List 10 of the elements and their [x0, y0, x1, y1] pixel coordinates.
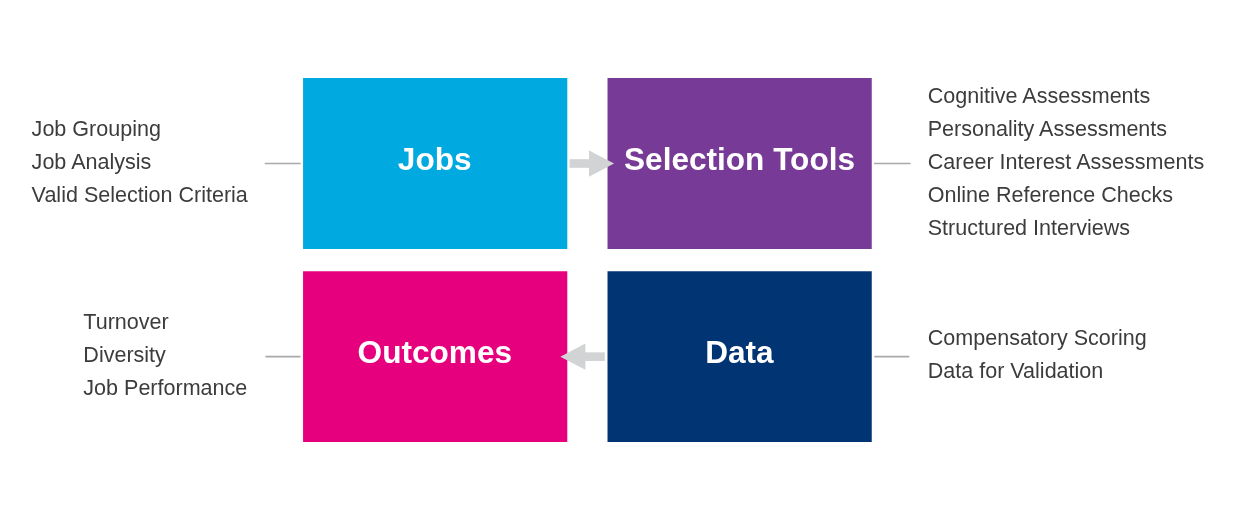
node-text: Compensatory Scoring Data for Validation: [927, 325, 1147, 383]
connector: [263, 162, 302, 164]
node-text: Cognitive Assessments Personality Assessments Career Interest Assessments Online Reference Checks Structured Interviews: [927, 83, 1205, 240]
connector: [873, 355, 911, 357]
arrow: [560, 343, 605, 370]
node-text: Turnover Diversity Job Performance: [83, 309, 248, 400]
connector: [264, 355, 302, 357]
arrow: [569, 149, 615, 177]
connector: [873, 162, 912, 164]
node-text: Job Grouping Job Analysis Valid Selection Criteria: [31, 116, 248, 207]
